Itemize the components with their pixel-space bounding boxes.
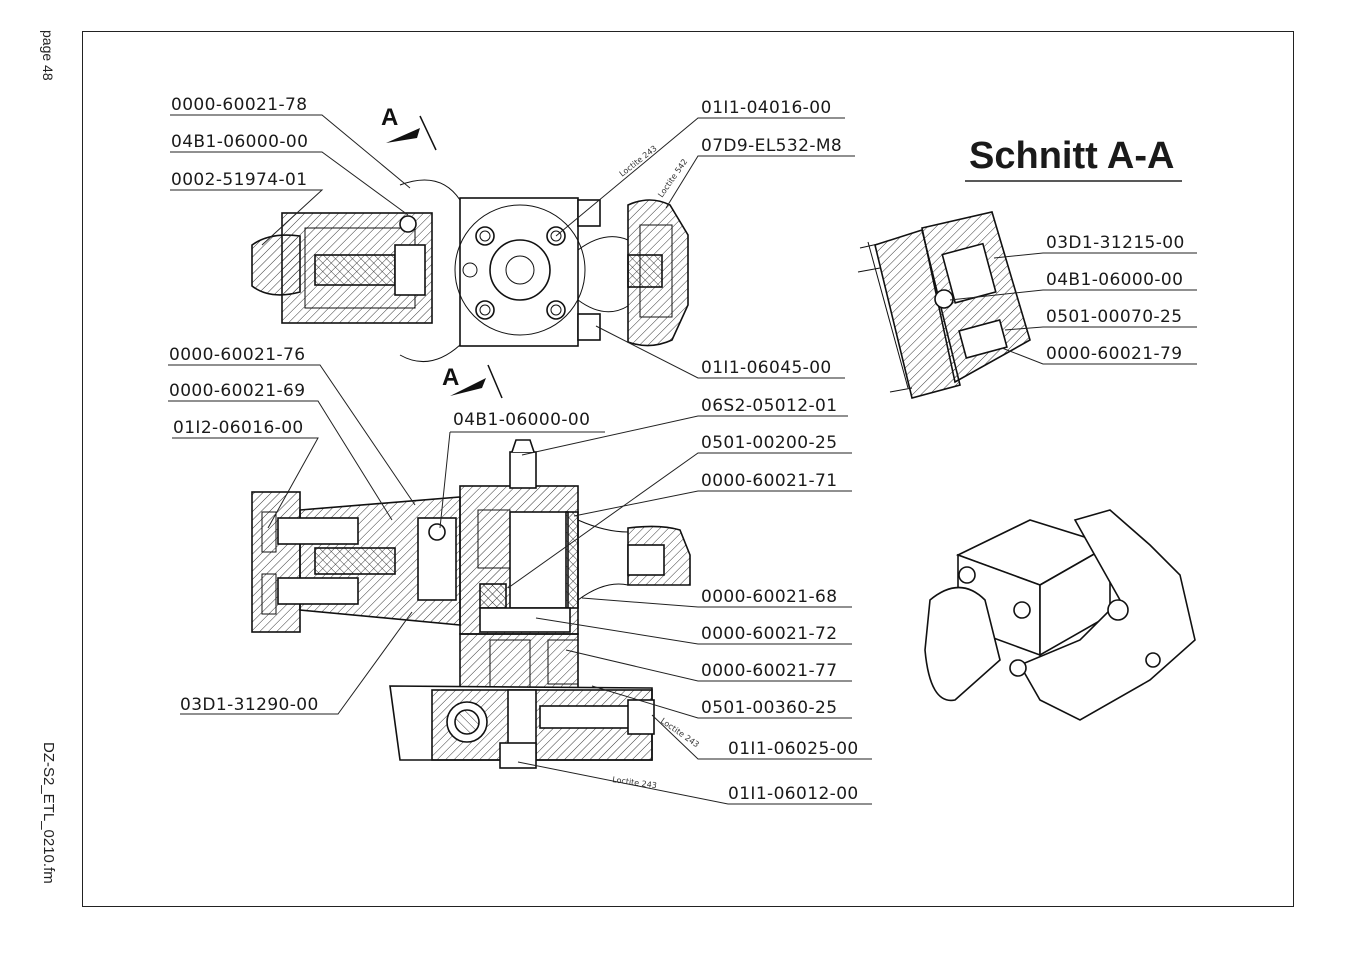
section-title: Schnitt A-A [969,135,1174,177]
part-label: 06S2-05012-01 [701,396,837,416]
part-label: 0000-60021-78 [171,95,307,115]
section-marker-upper: A [381,104,398,131]
part-label: 0000-60021-77 [701,661,837,681]
part-label: 0501-00200-25 [701,433,837,453]
loctite-note-1: Loctite 243 [618,144,659,179]
part-label: 0000-60021-72 [701,624,837,644]
part-label: 04B1-06000-00 [1046,270,1183,290]
bottom-base [459,633,579,690]
bottom-section-assembly [251,439,691,769]
part-label: 04B1-06000-00 [453,410,590,430]
part-label: 01I1-04016-00 [701,98,832,118]
part-label: 0000-60021-68 [701,587,837,607]
part-label: 01I1-06025-00 [728,739,859,759]
drawing-frame [82,31,1294,907]
part-label: 0000-60021-76 [169,345,305,365]
isometric-view [924,509,1196,721]
part-label: 0000-60021-79 [1046,344,1182,364]
section-arrow-upper: A [381,104,437,151]
part-labels: 0000-60021-78 04B1-06000-00 0002-51974-0… [169,95,1185,804]
part-label: 0501-00070-25 [1046,307,1182,327]
top-view-assembly [251,179,689,362]
part-label: 01I1-06012-00 [728,784,859,804]
part-label: 03D1-31290-00 [180,695,319,715]
grease-nipple [509,451,537,489]
part-label: 07D9-EL532-M8 [701,136,842,156]
page-number-label: page 48 [40,30,56,81]
section-marker-lower: A [442,364,459,391]
loctite-note-3: Loctite 243 [659,716,701,749]
part-label: 0501-00360-25 [701,698,837,718]
file-name-label: DZ-S2_ETL_0210.fm [40,742,57,884]
part-label: 03D1-31215-00 [1046,233,1185,253]
top-ball [399,215,417,233]
leader-lines [168,114,1197,805]
loctite-note-4: Loctite 243 [612,775,658,790]
part-label: 01I1-06045-00 [701,358,832,378]
part-label: 0000-60021-71 [701,471,837,491]
section-arrow-lower: A [442,364,503,399]
part-label: 0000-60021-69 [169,381,305,401]
part-label: 0002-51974-01 [171,170,307,190]
section-a-a-detail: Schnitt A-A [857,135,1182,399]
part-label: 04B1-06000-00 [171,132,308,152]
part-label: 01I2-06016-00 [173,418,304,438]
